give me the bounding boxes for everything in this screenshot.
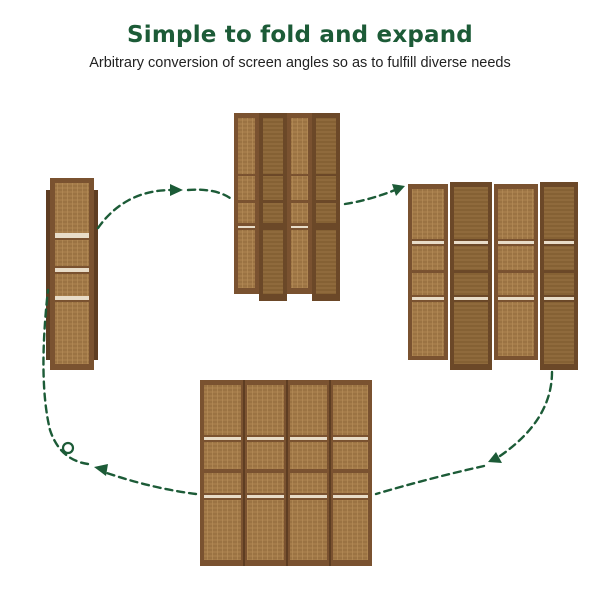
cycle-arrows <box>42 184 554 496</box>
arrow-flat-to-folded <box>102 470 198 496</box>
arrow-loop-circle <box>61 441 75 455</box>
arrow-zigzag-to-half-open <box>343 188 397 206</box>
divider-folded <box>46 178 98 370</box>
arrow-half-open-to-flat <box>498 370 554 458</box>
arrowhead-2 <box>392 184 405 196</box>
page-subtitle: Arbitrary conversion of screen angles so… <box>89 55 511 71</box>
arrow-folded-to-zigzag <box>96 188 174 230</box>
arrow-zigzag-segment <box>186 188 232 200</box>
arrow-return-loop <box>42 288 90 466</box>
arrowhead-4 <box>94 464 108 476</box>
arrowhead-1 <box>170 184 183 196</box>
page-title: Simple to fold and expand <box>127 22 473 48</box>
divider-half-open <box>408 182 578 370</box>
divider-zigzag <box>234 113 340 301</box>
arrowhead-3 <box>488 452 502 463</box>
arrow-to-flat-segment <box>374 464 486 496</box>
divider-flat <box>200 380 372 566</box>
